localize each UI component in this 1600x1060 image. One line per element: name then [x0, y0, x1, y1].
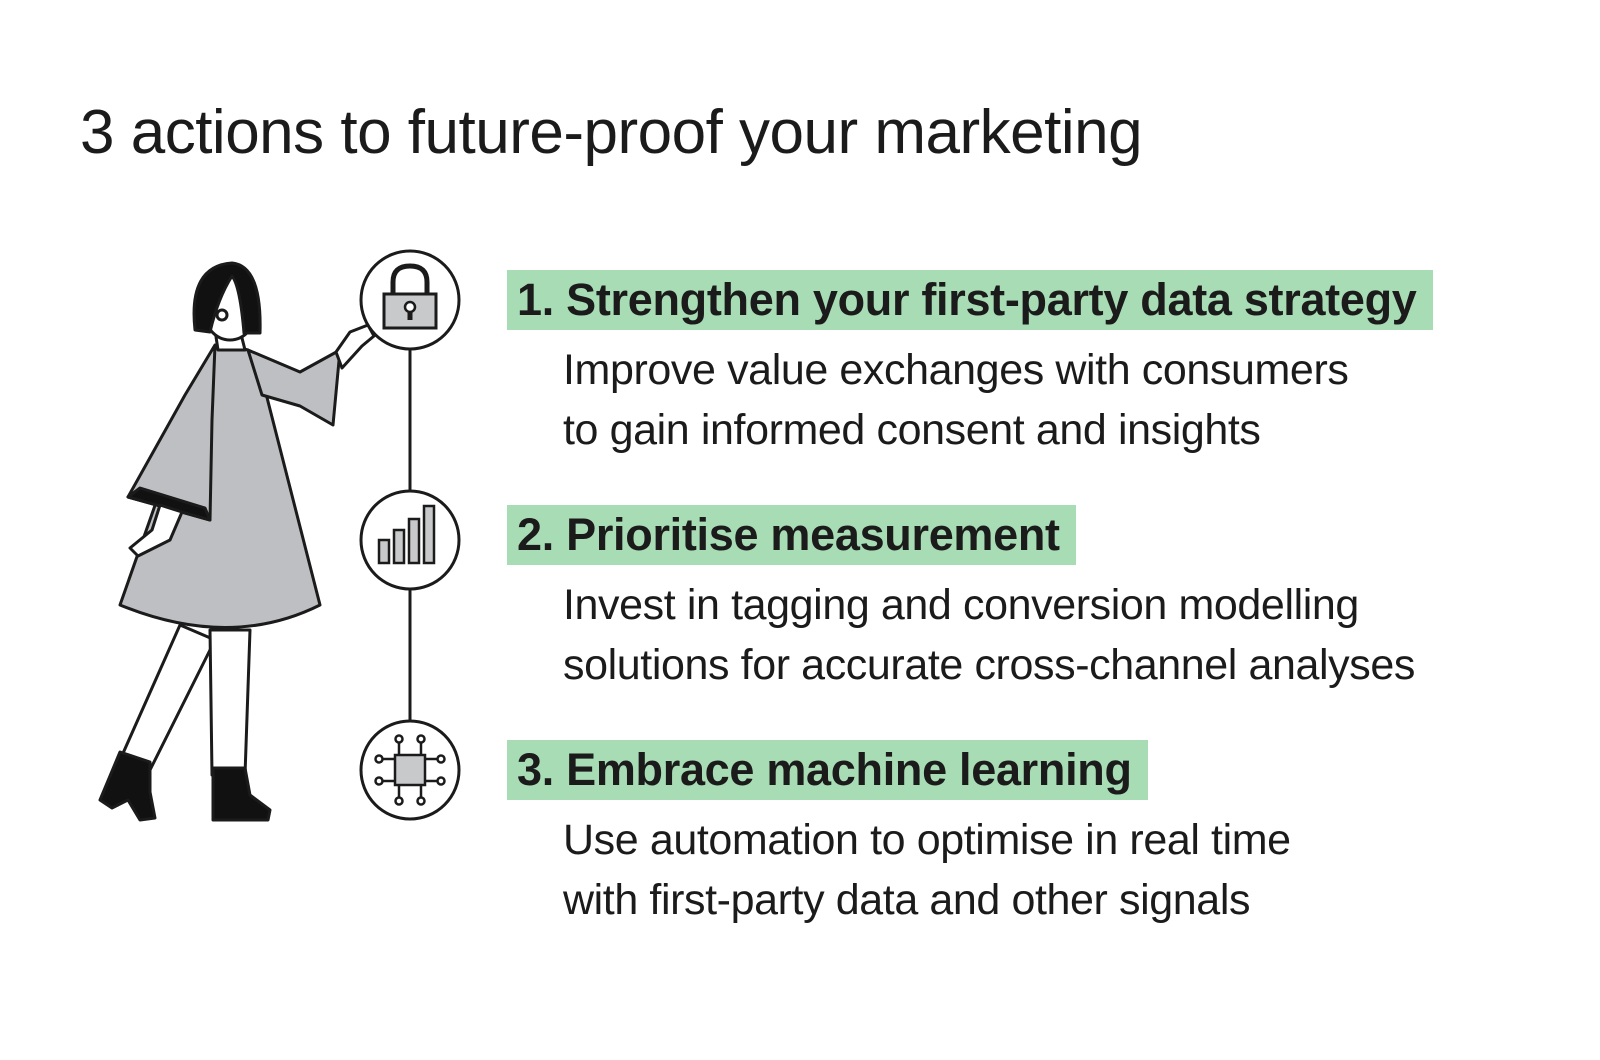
- step-description-line: with first-party data and other signals: [563, 876, 1251, 924]
- step-heading: 1. Strengthen your first-party data stra…: [507, 270, 1433, 330]
- step-description-line: Improve value exchanges with consumers: [563, 346, 1349, 394]
- step-description-line: solutions for accurate cross-channel ana…: [563, 641, 1415, 689]
- step-3: 3. Embrace machine learning Use automati…: [507, 740, 1291, 930]
- step-description-line: to gain informed consent and insights: [563, 406, 1261, 454]
- padlock-icon: [359, 249, 461, 351]
- illustration: [98, 249, 461, 822]
- step-description-line: Use automation to optimise in real time: [563, 816, 1291, 864]
- step-heading: 2. Prioritise measurement: [507, 505, 1076, 565]
- step-heading: 3. Embrace machine learning: [507, 740, 1148, 800]
- chip-icon: [359, 719, 461, 821]
- step-2: 2. Prioritise measurement Invest in tagg…: [507, 505, 1415, 695]
- step-description: Use automation to optimise in real time …: [563, 810, 1291, 930]
- page-title: 3 actions to future-proof your marketing: [80, 98, 1143, 167]
- step-description: Improve value exchanges with consumers t…: [563, 340, 1433, 460]
- woman-figure-icon: [98, 261, 376, 822]
- step-description-line: Invest in tagging and conversion modelli…: [563, 581, 1359, 629]
- step-description: Invest in tagging and conversion modelli…: [563, 575, 1415, 695]
- step-1: 1. Strengthen your first-party data stra…: [507, 270, 1433, 460]
- bar-chart-icon: [359, 489, 461, 591]
